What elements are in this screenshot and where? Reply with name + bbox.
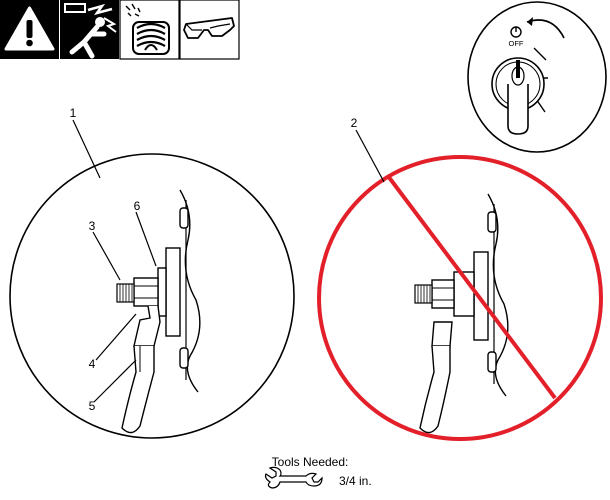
tools-heading: Tools Needed: [272, 455, 349, 469]
callout-1: 1 [70, 106, 77, 120]
detail-view-incorrect: 2 [317, 116, 603, 441]
safety-glasses-icon [179, 0, 240, 60]
threaded-stud [116, 283, 135, 303]
callout-4: 4 [89, 357, 96, 371]
electric-shock-icon [60, 0, 119, 59]
fumes-icon [119, 0, 180, 60]
warning-triangle-icon [0, 0, 59, 59]
tools-needed: Tools Needed: 3/4 in. [264, 455, 372, 489]
key-switch [491, 57, 545, 135]
hex-nut [133, 277, 159, 307]
callout-3: 3 [89, 219, 96, 233]
prohibition-sign [317, 155, 603, 441]
switch-panel: OFF [467, 1, 607, 153]
callout-6: 6 [134, 199, 141, 213]
tool-size: 3/4 in. [339, 474, 372, 488]
power-icon [510, 26, 522, 38]
welding-cable [121, 345, 155, 434]
callout-2: 2 [351, 116, 358, 130]
wrench-icon [264, 466, 323, 489]
switch-off-label: OFF [509, 39, 524, 48]
safety-icon-strip [0, 0, 240, 60]
detail-view-correct: 1 3 6 4 5 [9, 106, 295, 439]
callout-5: 5 [89, 399, 96, 413]
